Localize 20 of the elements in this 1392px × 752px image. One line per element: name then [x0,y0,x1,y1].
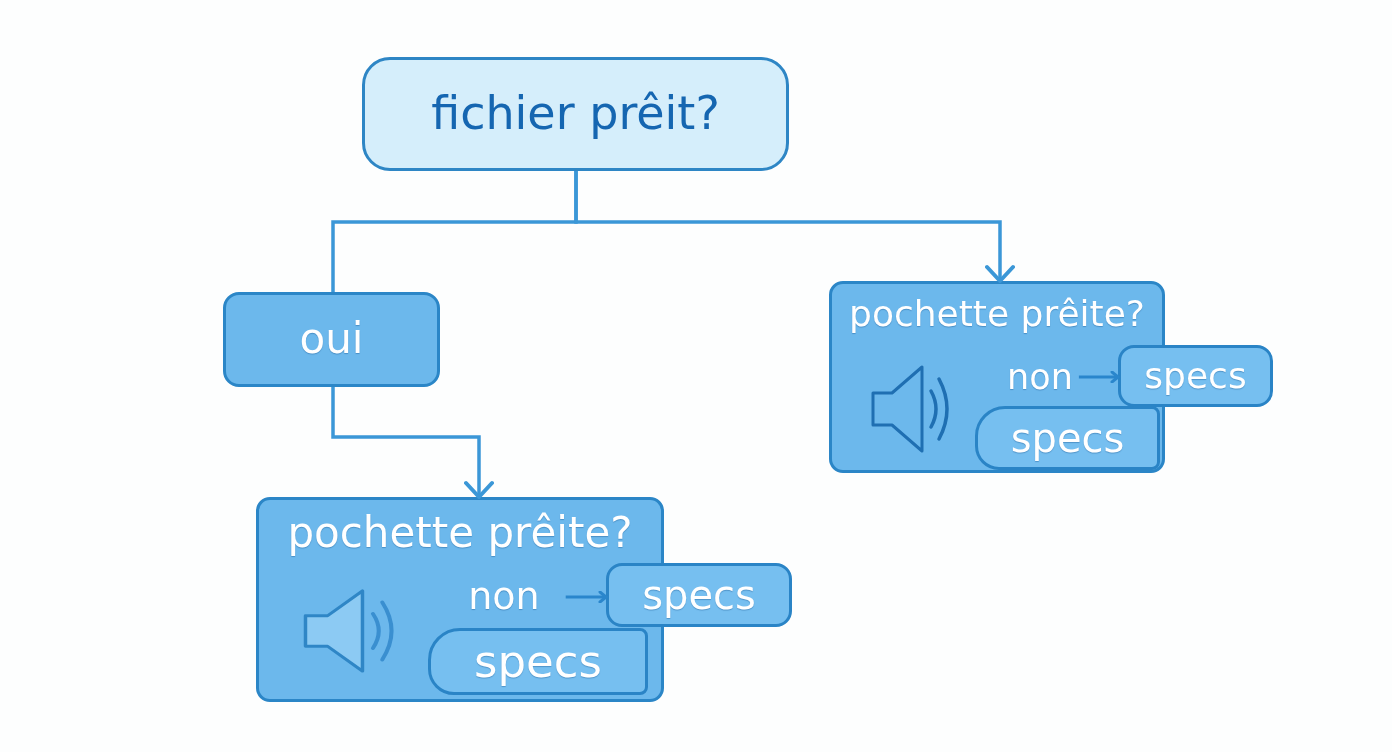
result-text: specs [474,634,602,689]
question-text: pochette prêite? [849,292,1145,336]
result-box [428,628,648,695]
choice-label: non [1007,356,1073,398]
arrow [1078,370,1120,384]
choice-box [223,292,440,387]
result-text: specs [1144,354,1247,398]
result-box [1118,345,1273,407]
question-text: fichier prêit? [431,86,720,142]
result-box [975,406,1160,470]
choice-text: oui [299,314,364,365]
question-text: pochette prêite? [287,508,633,559]
arrow [331,387,494,499]
arrow [574,171,1015,283]
result-box [606,563,792,627]
result-text: specs [1010,414,1125,462]
result-text: specs [642,571,756,619]
choice-label: non [468,574,540,620]
arrow [565,590,608,604]
question-box [362,57,789,171]
